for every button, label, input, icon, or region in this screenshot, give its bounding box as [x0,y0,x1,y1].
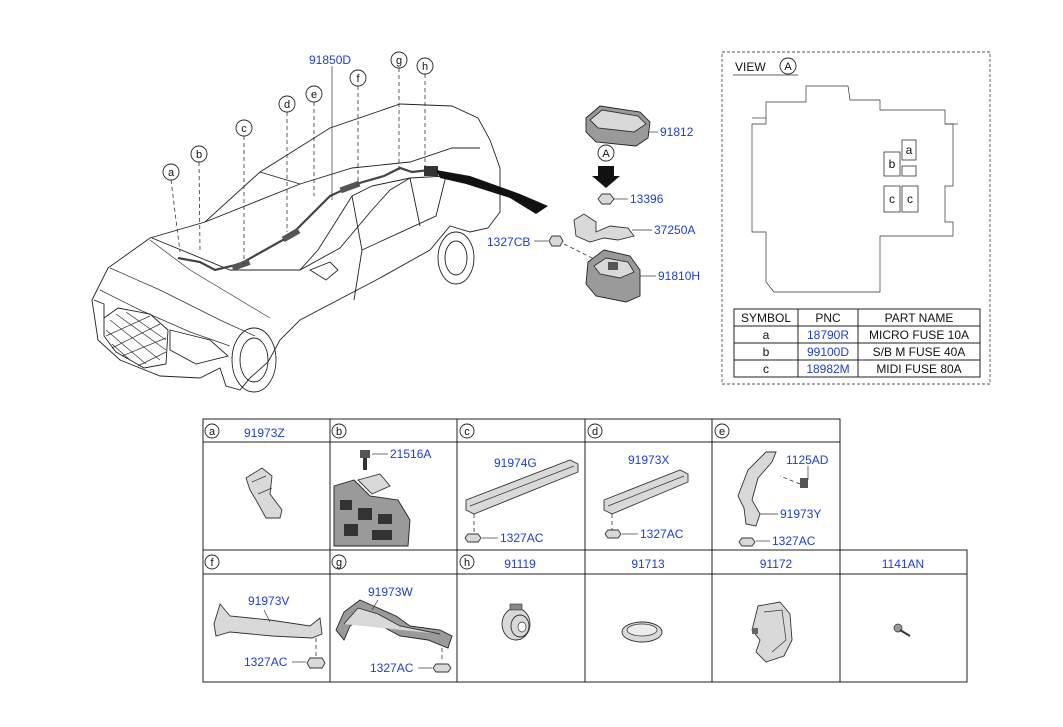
cell-f-letter: f [210,557,214,569]
table-row-pnc: 99100D [807,345,849,359]
table-row-symbol: b [763,345,770,359]
table-row-name: S/B M FUSE 40A [873,345,966,359]
cell-a-letter: a [209,426,216,438]
table-row-pnc: 18790R [807,328,849,342]
cell-e-mid: 91973Y [780,507,821,521]
table-row-symbol: c [763,362,769,376]
fuse-box-parts: 91812 A 13396 37250A 1327CB 91810H [487,105,700,303]
parts-grid: a 91973Z b 21516A c 91974G 1327AC d 9197… [202,418,968,683]
callout-d: d [284,99,290,111]
fuse-table: SYMBOL PNC PART NAME a 18790R MICRO FUSE… [733,308,981,378]
cell-b-letter: b [336,426,342,438]
table-row-symbol: a [763,328,770,342]
cell-g-sub: 1327AC [370,661,414,675]
cell-h-part-2: 91713 [631,557,665,571]
label-37250A: 37250A [654,223,695,237]
callout-c: c [241,123,247,135]
cell-e-sub: 1327AC [772,534,816,548]
fuse-c2-label: c [907,192,913,206]
table-row-pnc: 18982M [806,362,849,376]
callout-leaders [170,66,426,264]
cell-h-letter: h [464,557,470,569]
cell-f-sub: 1327AC [244,655,288,669]
cell-e-part: 1125AD [786,453,829,467]
label-91810H: 91810H [658,269,700,283]
table-header-name: PART NAME [885,311,954,325]
car-illustration [91,103,548,393]
callout-g: g [396,55,402,67]
callout-circles: a b c d e f g h [162,51,434,181]
table-row-name: MIDI FUSE 80A [876,362,961,376]
table-row-name: MICRO FUSE 10A [869,328,969,342]
cell-g-part: 91973W [368,585,413,599]
callout-f: f [356,73,360,85]
cell-a-part: 91973Z [244,426,285,440]
cell-c-sub: 1327AC [500,531,544,545]
callout-e: e [311,89,317,101]
fuse-c1-label: c [889,192,895,206]
cell-h-part-3: 91172 [760,557,793,571]
table-header-pnc: PNC [815,311,841,325]
cell-d-part: 91973X [628,453,669,467]
view-marker-a: A [602,148,610,160]
fuse-b-label: b [889,157,896,171]
callout-h: h [422,61,428,73]
cell-f-part: 91973V [248,594,289,608]
cell-h-part-4: 1141AN [882,557,924,571]
view-title-marker: A [784,61,792,73]
table-header-symbol: SYMBOL [741,311,791,325]
cell-d-sub: 1327AC [640,527,684,541]
callout-a: a [168,167,175,179]
cell-e-letter: e [719,426,725,438]
callout-b: b [196,149,202,161]
label-13396: 13396 [630,192,664,206]
label-91812: 91812 [660,125,694,139]
cell-g-letter: g [336,557,342,569]
cell-c-letter: c [464,426,470,438]
cell-h-part-1: 91119 [504,557,536,571]
cell-d-letter: d [592,426,598,438]
view-title: VIEW [735,60,766,74]
view-a-panel: VIEW A a b c c SYMBOL PNC PART NAME a [721,51,991,385]
label-1327CB: 1327CB [487,235,530,249]
cell-c-part: 91974G [494,456,537,470]
fuse-a-label: a [906,143,913,157]
cell-b-part: 21516A [390,447,431,461]
label-91850D: 91850D [309,53,351,67]
